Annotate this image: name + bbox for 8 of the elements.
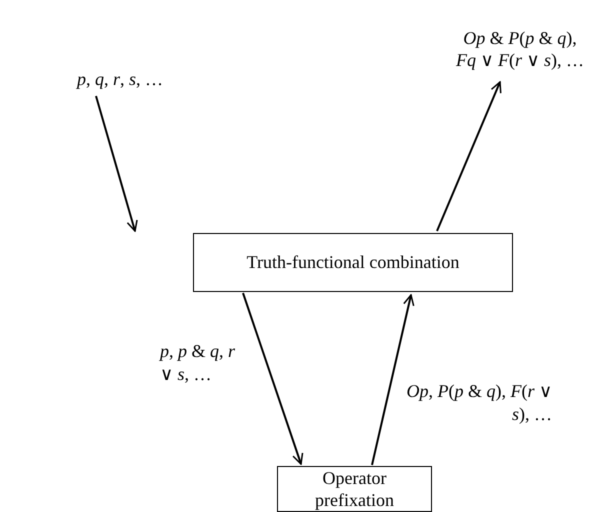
formula-text: Op & P(p & q), Fq ∨ F(r ∨ s), …	[452, 18, 588, 80]
process-box: Truth-functional combination	[193, 233, 513, 292]
arrow	[242, 292, 304, 465]
process-box: Operator prefixation	[277, 466, 432, 512]
formula-text: p, q, r, s, …	[50, 64, 190, 94]
arrow	[436, 81, 502, 232]
arrow	[95, 96, 138, 232]
arrow	[371, 294, 414, 466]
